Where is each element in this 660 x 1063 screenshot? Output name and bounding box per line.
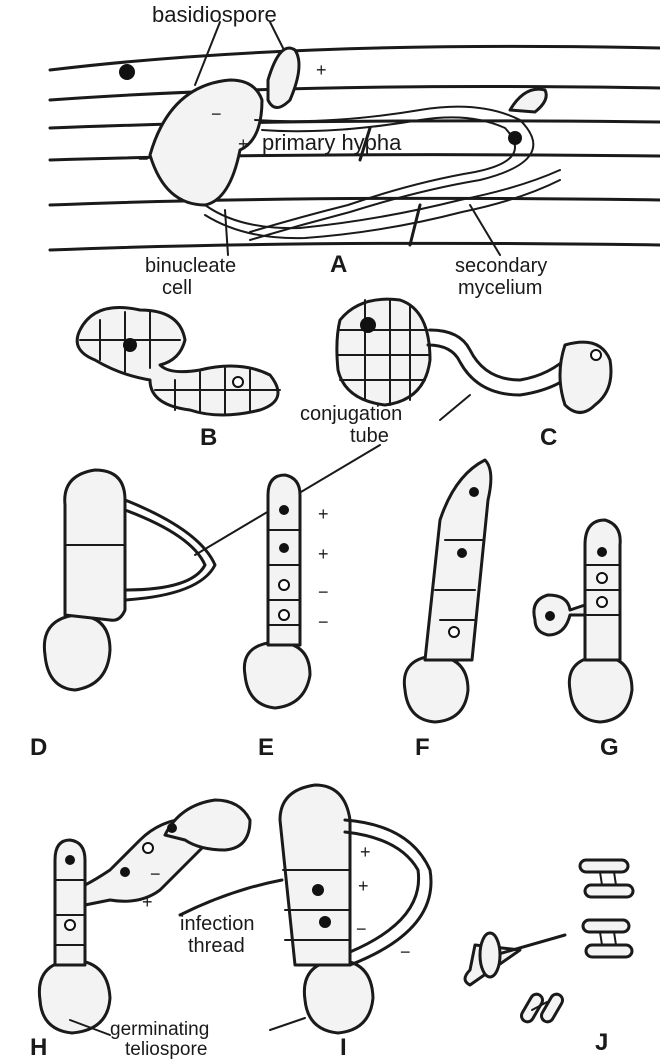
panel-letter-e: E (258, 734, 274, 761)
host-cell-wall (50, 87, 660, 101)
hypha-tip (510, 89, 546, 112)
sporidium-cell-cluster (560, 342, 611, 412)
sporidium (480, 933, 500, 977)
sign-plus: + (360, 842, 371, 862)
nucleus (167, 823, 177, 833)
sign-minus: − (150, 864, 161, 884)
sporidia-pair-2 (583, 920, 632, 957)
sporidia-pair-1 (580, 860, 633, 897)
nucleus (591, 350, 601, 360)
nucleus (119, 64, 135, 80)
sign-plus: + (318, 544, 329, 564)
label-infection-thread: infection thread (180, 913, 260, 957)
panel-letter-h: H (30, 1034, 47, 1061)
teliospore (44, 615, 110, 690)
label-binucleate-cell: binucleate cell (145, 255, 242, 299)
leader-line (470, 205, 500, 255)
nucleus (545, 611, 555, 621)
panel-d: D (30, 470, 215, 761)
label-conjugation-tube: conjugation tube (300, 403, 408, 447)
nucleus (508, 131, 522, 145)
panel-letter-d: D (30, 734, 47, 761)
sign-plus: + (316, 60, 327, 80)
nucleus (143, 843, 153, 853)
panel-letter-j: J (595, 1029, 608, 1056)
conjugation-tube-shape (125, 510, 205, 590)
basidiospore-shape (268, 48, 299, 108)
nucleus (65, 920, 75, 930)
panel-f: F (404, 460, 491, 761)
host-cell-wall (50, 121, 660, 128)
panel-letter-c: C (540, 424, 557, 451)
nucleus (233, 377, 243, 387)
teliospore (244, 642, 310, 708)
nucleus (279, 543, 289, 553)
nucleus (597, 573, 607, 583)
panel-g: G (534, 520, 632, 761)
sign-plus: + (142, 892, 153, 912)
teliospore (304, 960, 373, 1033)
leader-line (195, 22, 220, 85)
leader-line (270, 1018, 305, 1030)
host-cell-wall (50, 243, 660, 250)
nucleus (312, 884, 324, 896)
nucleus (597, 597, 607, 607)
promycelium (280, 785, 350, 965)
nucleus (120, 867, 130, 877)
nucleus (597, 547, 607, 557)
infection-thread-shape (180, 880, 282, 915)
panel-letter-g: G (600, 734, 619, 761)
nucleus (123, 338, 137, 352)
panel-a: + − + − basidiospore primary hypha binuc… (50, 2, 660, 299)
sign-minus: − (318, 612, 329, 632)
sign-minus: − (400, 942, 411, 962)
nucleus (65, 855, 75, 865)
nucleus (457, 548, 467, 558)
nucleus (360, 317, 376, 333)
nucleus (279, 580, 289, 590)
panel-letter-i: I (340, 1034, 347, 1061)
nucleus (279, 505, 289, 515)
sign-minus: − (318, 582, 329, 602)
conjugation-tube-shape (430, 330, 570, 380)
nucleus (279, 610, 289, 620)
panel-letter-f: F (415, 734, 430, 761)
panel-letter-b: B (200, 424, 217, 451)
nucleus (469, 487, 479, 497)
panel-b: B (77, 308, 280, 452)
sign-minus: − (138, 149, 149, 169)
nucleus (449, 627, 459, 637)
teliospore (569, 656, 632, 722)
nucleus (319, 916, 331, 928)
sporidia-pair-3 (519, 992, 564, 1024)
label-germinating-teliospore: germinating teliospore (110, 1019, 215, 1060)
sign-plus: + (318, 504, 329, 524)
label-primary-hypha: primary hypha (262, 130, 402, 155)
leader-line (440, 395, 470, 420)
sporidium-cell-cluster (77, 308, 278, 416)
teliospore (404, 656, 468, 722)
host-cell-wall (50, 46, 660, 70)
conjugation-bud (534, 595, 585, 635)
sign-minus: − (356, 919, 367, 939)
label-secondary-mycelium: secondary mycelium (455, 255, 553, 299)
panel-j: J (465, 860, 633, 1056)
sign-plus: + (238, 134, 249, 154)
sporidium-cell-cluster (337, 299, 430, 405)
label-basidiospore: basidiospore (152, 2, 277, 27)
sign-plus: + (358, 876, 369, 896)
sign-minus: − (211, 104, 222, 124)
infection-thread-shape (495, 935, 565, 955)
panel-letter-a: A (330, 251, 347, 278)
